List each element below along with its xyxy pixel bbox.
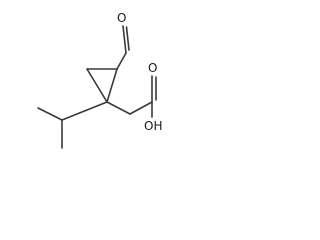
formyl-carbon-bond bbox=[116, 52, 127, 70]
cyclopropane-ring bbox=[86, 68, 118, 103]
isopropyl-methyl-left-bond bbox=[37, 107, 63, 121]
ring-bond-left bbox=[86, 68, 108, 103]
carbonyl-double-bond-inner bbox=[125, 26, 130, 51]
carboxymethyl-group: O OH bbox=[106, 61, 162, 133]
carboxyl-oxygen-label: O bbox=[148, 61, 157, 75]
carbonyl-double-bond-outer bbox=[122, 25, 127, 54]
carboxyl-carbon-bond bbox=[129, 101, 153, 115]
chemical-structure-diagram: O O OH bbox=[37, 11, 162, 149]
formyl-group: O bbox=[116, 11, 130, 70]
isopropyl-group bbox=[37, 101, 108, 149]
hydroxyl-label: OH bbox=[144, 119, 162, 133]
ring-bond-right bbox=[106, 68, 118, 103]
methylene-bond bbox=[106, 101, 131, 115]
aldehyde-oxygen-label: O bbox=[117, 11, 126, 25]
isopropyl-attach-bond bbox=[61, 101, 108, 121]
